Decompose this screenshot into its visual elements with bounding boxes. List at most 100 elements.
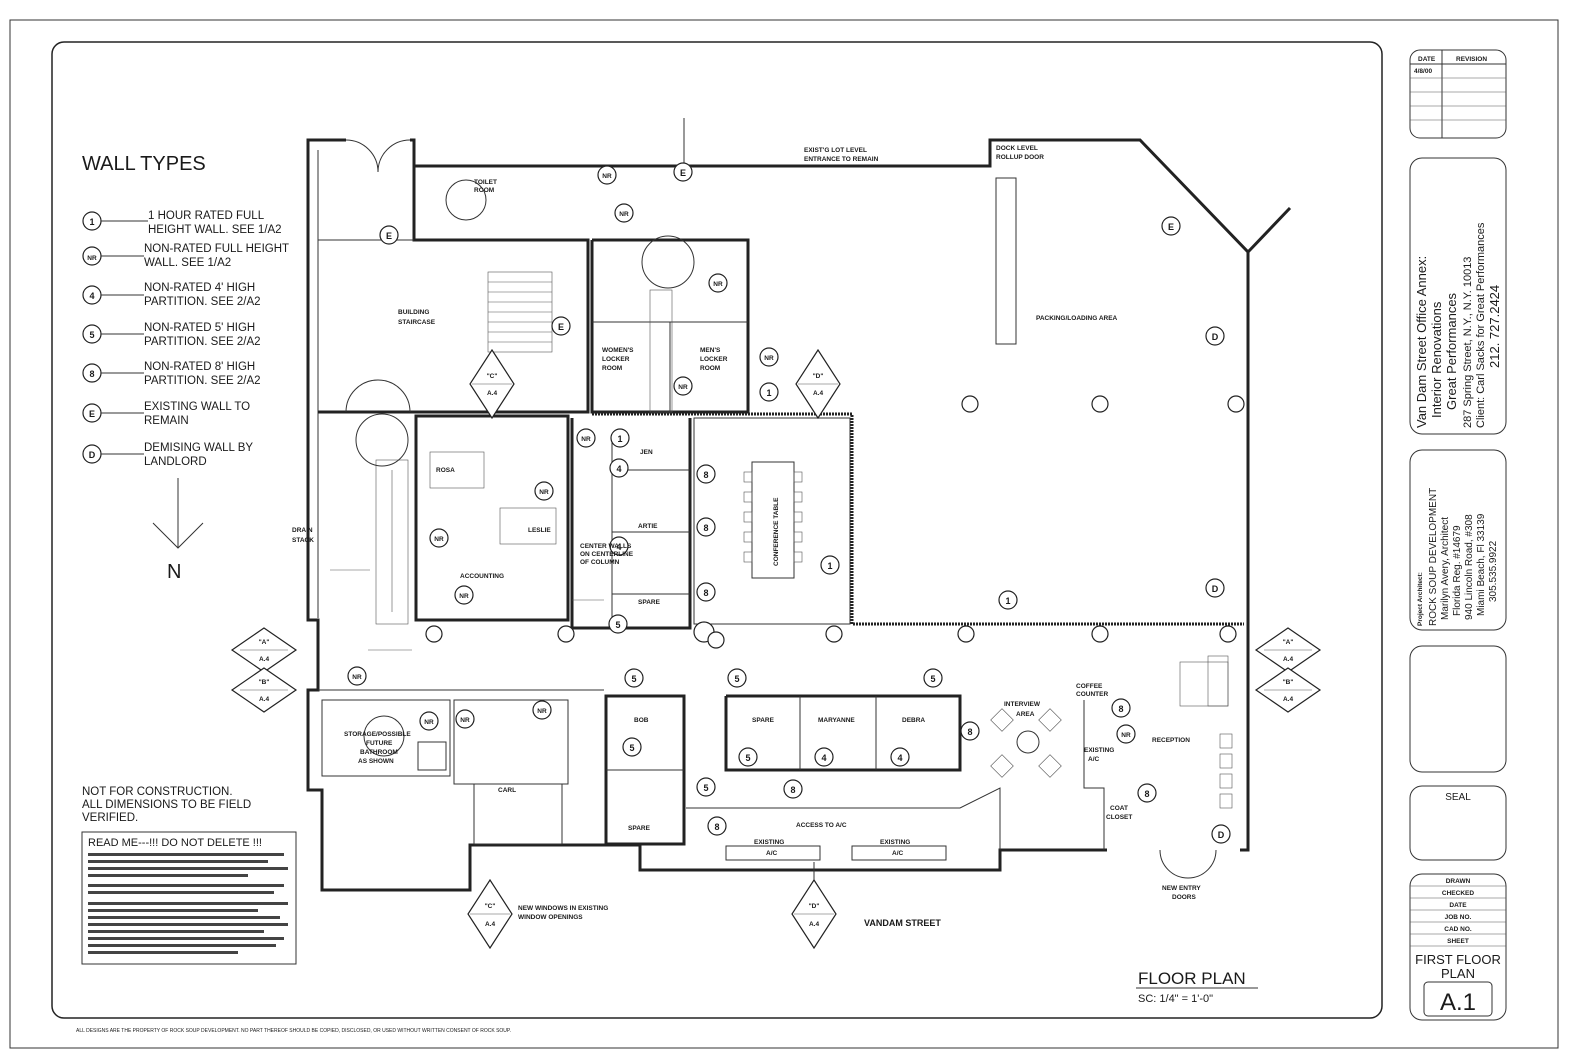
svg-text:ACCESS TO A/C: ACCESS TO A/C [796,822,847,829]
svg-text:1: 1 [89,217,94,227]
svg-text:EXISTING: EXISTING [880,839,910,846]
svg-text:1: 1 [827,561,832,571]
svg-text:PARTITION. SEE 2/A2: PARTITION. SEE 2/A2 [144,336,261,348]
svg-text:LOCKER: LOCKER [602,356,630,363]
svg-text:DATE: DATE [1449,902,1467,909]
svg-text:"C": "C" [487,373,498,380]
svg-text:EXISTING: EXISTING [1084,747,1114,754]
svg-text:Client: Carl Sacks for Great P: Client: Carl Sacks for Great Performance… [1475,222,1487,428]
svg-text:A.4: A.4 [809,921,820,928]
svg-text:Miami Beach, Fl 33139: Miami Beach, Fl 33139 [1476,513,1487,616]
svg-text:PARTITION. SEE 2/A2: PARTITION. SEE 2/A2 [144,375,261,387]
svg-text:AREA: AREA [1016,711,1035,718]
svg-text:COFFEE: COFFEE [1076,683,1103,690]
svg-text:FLOOR PLAN: FLOOR PLAN [1138,969,1246,988]
svg-text:REMAIN: REMAIN [144,415,189,427]
svg-text:ENTRANCE TO REMAIN: ENTRANCE TO REMAIN [804,156,879,163]
svg-text:Florida Reg. #14679: Florida Reg. #14679 [1452,525,1463,616]
legend-item: NR NON-RATED FULL HEIGHT WALL. SEE 1/A2 [82,243,289,269]
legend-item: 8 NON-RATED 8' HIGH PARTITION. SEE 2/A2 [82,361,261,387]
svg-text:4: 4 [616,464,621,474]
svg-text:8: 8 [1144,789,1149,799]
svg-text:NR: NR [602,173,612,180]
svg-text:1: 1 [1005,596,1010,606]
svg-text:E: E [1168,222,1174,232]
svg-text:NR: NR [1121,732,1131,739]
svg-text:"A": "A" [259,639,270,646]
svg-text:"B": "B" [259,679,270,686]
svg-text:E: E [89,409,95,419]
svg-text:DRAIN: DRAIN [292,527,313,534]
svg-text:FUTURE: FUTURE [366,740,393,747]
section-marker-a-right: "A"A.4 [1254,627,1322,673]
wall-types-legend: WALL TYPES 1 1 HOUR RATED FULL HEIGHT WA… [82,153,289,583]
svg-text:8: 8 [790,785,795,795]
svg-text:NR: NR [764,355,774,362]
svg-text:DOORS: DOORS [1172,894,1197,901]
svg-text:CLOSET: CLOSET [1106,814,1132,821]
svg-text:BOB: BOB [634,717,649,724]
section-marker-b-left: "B" A.4 [230,667,298,713]
svg-text:DRAWN: DRAWN [1446,878,1471,885]
svg-text:PACKING/LOADING AREA: PACKING/LOADING AREA [1036,315,1118,322]
svg-text:NON-RATED 8' HIGH: NON-RATED 8' HIGH [144,361,255,373]
svg-text:EXIST'G LOT LEVEL: EXIST'G LOT LEVEL [804,147,867,154]
svg-text:ACCOUNTING: ACCOUNTING [460,573,504,580]
svg-text:1: 1 [617,434,622,444]
svg-text:8: 8 [89,369,94,379]
wall-tags: NR E E NR NR E NR NR 1 E D D D NR 1 4 8 … [347,162,1231,844]
svg-text:DEBRA: DEBRA [902,717,925,724]
svg-text:COAT: COAT [1110,805,1128,812]
svg-text:NR: NR [424,719,434,726]
legend-item: 1 1 HOUR RATED FULL HEIGHT WALL. SEE 1/A… [82,210,282,236]
plan-title: FLOOR PLAN SC: 1/4" = 1'-0" [1136,969,1258,1005]
svg-text:E: E [680,168,686,178]
svg-text:8: 8 [703,523,708,533]
svg-text:MARYANNE: MARYANNE [818,717,855,724]
svg-text:8: 8 [714,822,719,832]
svg-text:"D": "D" [813,373,824,380]
blank-box [1409,645,1507,773]
sheet-info-box [1409,873,1507,1021]
svg-text:Project Architect:: Project Architect: [1417,572,1424,626]
svg-text:8: 8 [967,727,972,737]
svg-text:ROOM: ROOM [602,365,622,372]
svg-text:940 Lincoln Road, #308: 940 Lincoln Road, #308 [1464,514,1475,620]
svg-text:"B": "B" [1283,679,1294,686]
legend-title: WALL TYPES [82,153,206,175]
svg-text:A.4: A.4 [813,390,824,397]
svg-text:DATE: DATE [1418,56,1436,63]
legend-item: D DEMISING WALL BY LANDLORD [82,442,253,468]
svg-text:5: 5 [631,674,636,684]
svg-text:ON CENTERLINE: ON CENTERLINE [580,551,634,558]
svg-text:SC: 1/4" = 1'-0": SC: 1/4" = 1'-0" [1138,993,1213,1005]
svg-text:4: 4 [89,291,94,301]
svg-text:VANDAM STREET: VANDAM STREET [864,918,941,928]
svg-text:MEN'S: MEN'S [700,347,721,354]
svg-text:READ ME---!!! DO NOT DELETE !!: READ ME---!!! DO NOT DELETE !!! [88,837,262,849]
svg-text:"D": "D" [809,903,820,910]
svg-text:BUILDING: BUILDING [398,309,429,316]
svg-text:4: 4 [616,542,621,552]
svg-text:"C": "C" [485,903,496,910]
svg-text:5: 5 [930,674,935,684]
section-marker-b-right: "B"A.4 [1254,667,1322,713]
svg-text:287 Spring Street, N.Y., N.Y.: 287 Spring Street, N.Y., N.Y. 10013 [1462,257,1474,428]
svg-text:WINDOW OPENINGS: WINDOW OPENINGS [518,914,583,921]
svg-text:STAIRCASE: STAIRCASE [398,319,436,326]
svg-text:PLAN: PLAN [1441,966,1475,981]
svg-text:Great Performances: Great Performances [1444,292,1459,410]
svg-text:TOILET: TOILET [474,179,497,186]
svg-text:LANDLORD: LANDLORD [144,456,207,468]
svg-text:D: D [1218,830,1225,840]
svg-text:305.535.9922: 305.535.9922 [1488,540,1499,602]
svg-text:CAD NO.: CAD NO. [1444,926,1472,933]
svg-text:REVISION: REVISION [1456,56,1487,63]
legend-item: 5 NON-RATED 5' HIGH PARTITION. SEE 2/A2 [82,322,261,348]
svg-text:CENTER WALLS: CENTER WALLS [580,543,632,550]
section-marker-d-bottom: "D" A.4 [791,878,837,950]
svg-text:NR: NR [352,674,362,681]
svg-text:A.4: A.4 [259,696,270,703]
legend-item: 4 NON-RATED 4' HIGH PARTITION. SEE 2/A2 [82,282,261,308]
